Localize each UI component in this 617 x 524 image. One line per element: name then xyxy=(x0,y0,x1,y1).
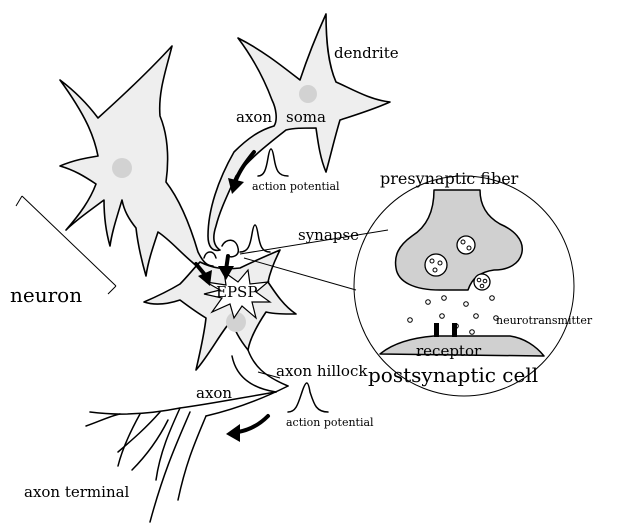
action-potential-arrowhead-bottom xyxy=(226,424,240,442)
neurotransmitter-molecule xyxy=(408,318,413,323)
label-action-potential-bottom: action potential xyxy=(286,416,374,429)
label-axon-bottom: axon xyxy=(196,384,232,402)
label-receptor: receptor xyxy=(416,342,482,360)
synapse-spike-icon xyxy=(240,225,270,252)
label-action-potential-top: action potential xyxy=(252,180,340,193)
vesicle-2 xyxy=(457,236,475,254)
left-neuron-cell xyxy=(60,46,213,276)
neurotransmitter-molecule xyxy=(442,296,447,301)
label-synapse: synapse xyxy=(298,226,359,244)
label-neuron: neuron xyxy=(10,283,82,307)
synapse-bouton xyxy=(222,240,238,256)
label-axon-hillock: axon hillock xyxy=(276,362,368,380)
action-potential-arrowhead-top xyxy=(228,178,244,194)
action-potential-arrow-bottom xyxy=(238,416,268,432)
neurotransmitter-molecule xyxy=(464,302,469,307)
neurotransmitter-molecule xyxy=(440,314,445,319)
neurotransmitter-molecule xyxy=(474,314,479,319)
action-potential-spike-top-icon xyxy=(258,149,288,176)
receptor-block-2 xyxy=(452,323,457,337)
receptor-block-1 xyxy=(434,323,439,337)
label-soma: soma xyxy=(286,108,326,126)
neuron-bracket xyxy=(16,196,116,294)
label-epsp: EPSP xyxy=(216,283,257,301)
label-dendrite: dendrite xyxy=(334,44,399,62)
label-axon-terminal: axon terminal xyxy=(24,483,130,501)
label-axon-top: axon xyxy=(236,108,272,126)
axon-terminal-branch-7 xyxy=(86,414,120,426)
vesicle-1 xyxy=(425,254,447,276)
left-neuron-nucleus xyxy=(112,158,132,178)
action-potential-spike-bottom-icon xyxy=(288,383,328,412)
neurotransmitter-molecule xyxy=(490,296,495,301)
label-neurotransmitter: neurotransmitter xyxy=(496,314,593,327)
top-neuron-nucleus xyxy=(299,85,317,103)
neurotransmitter-molecule xyxy=(470,330,475,335)
axon-terminal-branch-6 xyxy=(132,420,168,470)
label-presynaptic-fiber: presynaptic fiber xyxy=(380,169,519,188)
axon-terminal-branch-5 xyxy=(118,414,140,466)
synapse-bouton-2 xyxy=(204,252,216,258)
axon-terminal-branch-3 xyxy=(150,412,190,522)
label-postsynaptic-cell: postsynaptic cell xyxy=(368,363,538,387)
neurotransmitter-molecule xyxy=(426,300,431,305)
